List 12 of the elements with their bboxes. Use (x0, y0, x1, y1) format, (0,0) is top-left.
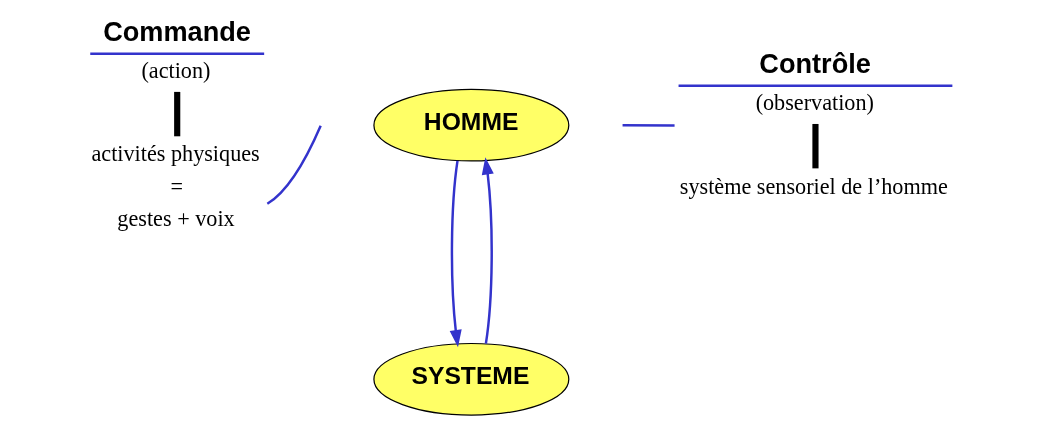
node-label: = (170, 173, 183, 199)
node-ellipse: HOMME (373, 88, 570, 162)
node-label: Contrôle (759, 47, 871, 79)
node-label: système sensoriel de l’homme (679, 173, 948, 199)
node-ellipse: SYSTEME (373, 342, 570, 416)
connector (266, 125, 322, 205)
node-label: Commande (103, 15, 251, 47)
node-label: activités physiques (91, 141, 260, 167)
node-label: gestes + voix (117, 205, 235, 231)
arrow (449, 160, 462, 348)
connector (622, 123, 675, 127)
arrow (481, 157, 494, 344)
